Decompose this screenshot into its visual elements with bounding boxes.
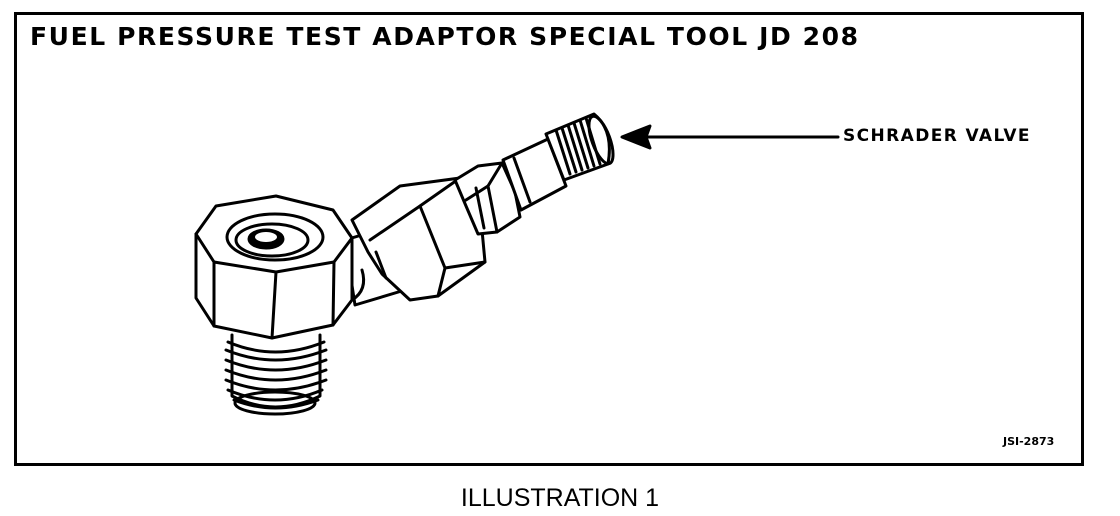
extension-tube — [501, 137, 568, 212]
hex-body — [350, 176, 487, 302]
banjo-hex-nut — [194, 194, 354, 340]
schrader-valve-label: SCHRADER VALVE — [843, 126, 1031, 146]
threaded-tip — [544, 112, 615, 182]
figure-title: FUEL PRESSURE TEST ADAPTOR SPECIAL TOOL … — [30, 22, 860, 51]
figure-code: JSI-2873 — [1003, 435, 1055, 448]
threaded-stem — [224, 333, 328, 416]
pointer-arrow — [620, 124, 840, 150]
figure-frame — [14, 12, 1084, 466]
small-hex-nut — [453, 161, 522, 236]
illustration-caption: ILLUSTRATION 1 — [460, 484, 660, 512]
